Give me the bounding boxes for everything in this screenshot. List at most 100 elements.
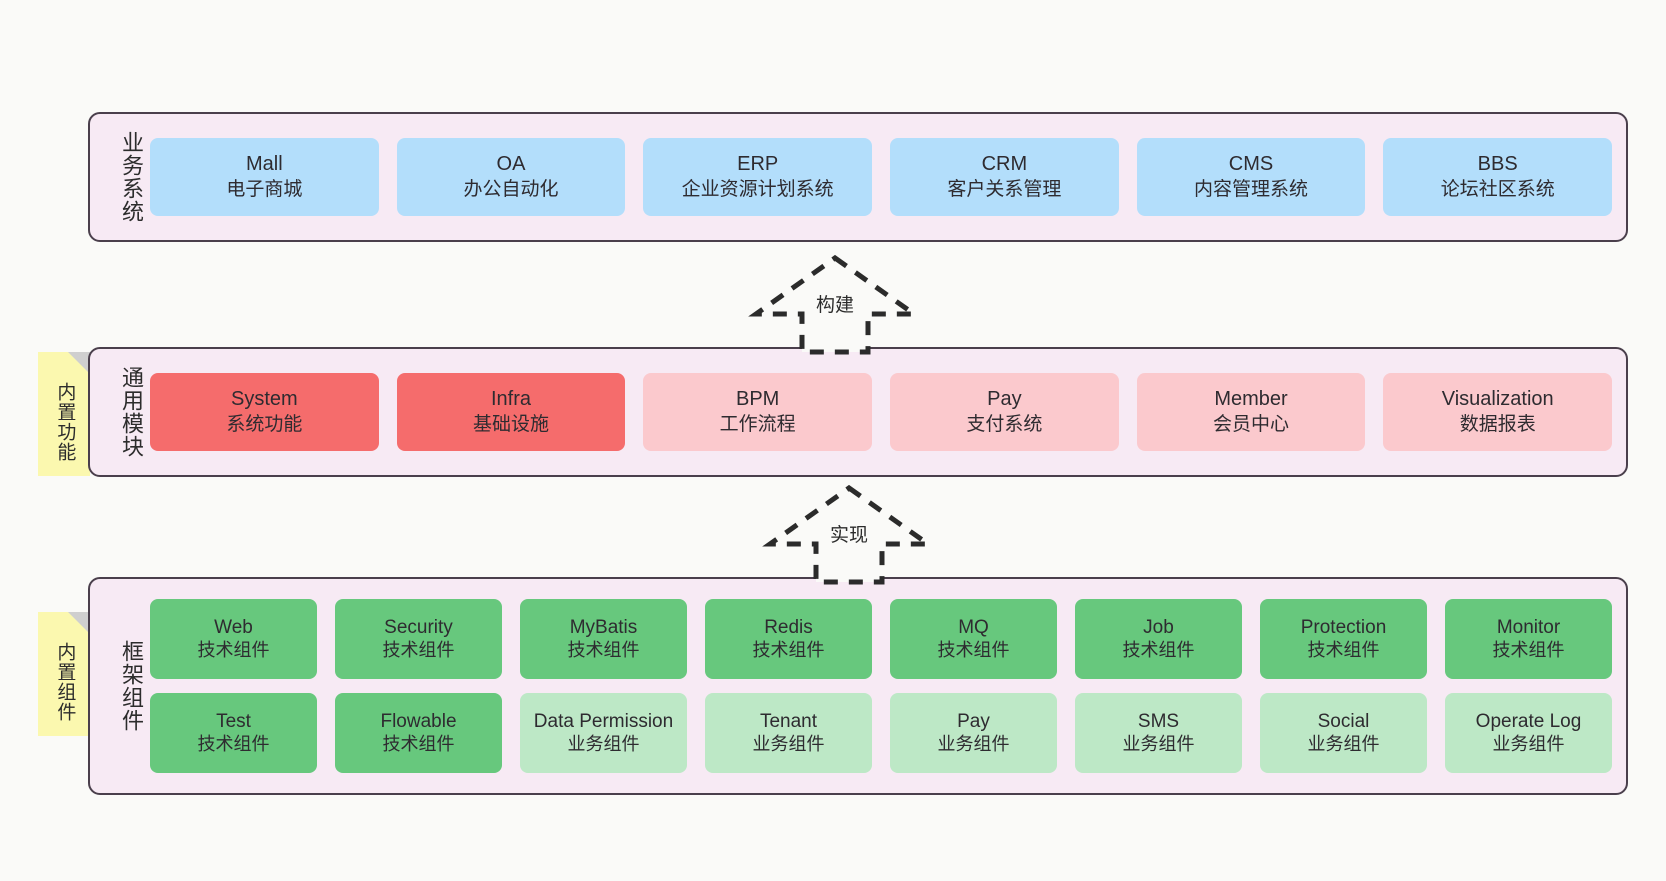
module-card-name: Visualization xyxy=(1441,388,1554,411)
module-card-subtitle: 业务组件 xyxy=(1122,733,1195,754)
module-card-subtitle: 技术组件 xyxy=(567,639,640,660)
module-card-subtitle: 数据报表 xyxy=(1459,413,1536,435)
note-fold-corner-icon xyxy=(68,352,90,374)
module-card-name: Data Permission xyxy=(533,710,674,732)
module-card-name: Web xyxy=(214,616,253,638)
module-card-name: Tenant xyxy=(759,710,818,732)
module-card-name: Infra xyxy=(490,388,532,411)
module-card-name: BBS xyxy=(1477,153,1518,176)
note-fold-corner-icon xyxy=(68,612,90,634)
layer-title-business: 业务系统 xyxy=(119,131,144,223)
module-card-name: CRM xyxy=(981,153,1028,176)
module-card-name: MyBatis xyxy=(569,616,638,638)
module-card-name: System xyxy=(230,388,298,411)
module-card-subtitle: 电子商城 xyxy=(226,178,303,200)
module-card-name: Security xyxy=(384,616,453,638)
module-card-name: Flowable xyxy=(380,710,457,732)
module-card-subtitle: 工作流程 xyxy=(719,413,796,435)
module-card-name: Pay xyxy=(957,710,990,732)
module-card-name: Pay xyxy=(987,388,1022,411)
module-card-name: Mall xyxy=(246,153,283,176)
layer-title-framework: 框架组件 xyxy=(119,640,144,732)
module-card-subtitle: 业务组件 xyxy=(937,733,1010,754)
module-card-name: Operate Log xyxy=(1475,710,1582,732)
layer-title-common: 通用模块 xyxy=(119,366,144,458)
module-card-subtitle: 技术组件 xyxy=(1122,639,1195,660)
module-card-subtitle: 会员中心 xyxy=(1213,413,1290,435)
module-card-name: MQ xyxy=(958,616,989,638)
module-card-subtitle: 企业资源计划系统 xyxy=(681,178,834,200)
module-card-name: Redis xyxy=(764,616,813,638)
module-card-subtitle: 业务组件 xyxy=(1307,733,1380,754)
module-card-name: Monitor xyxy=(1496,616,1561,638)
module-card-subtitle: 业务组件 xyxy=(567,733,640,754)
module-card-subtitle: 技术组件 xyxy=(752,639,825,660)
module-card-name: Social xyxy=(1317,710,1370,732)
module-card-name: ERP xyxy=(737,153,779,176)
module-card-name: CMS xyxy=(1228,153,1274,176)
connector-build-arrow: 构建 xyxy=(748,252,922,355)
module-card-subtitle: 技术组件 xyxy=(937,639,1010,660)
module-card-subtitle: 论坛社区系统 xyxy=(1440,178,1555,200)
module-card-subtitle: 支付系统 xyxy=(966,413,1043,435)
module-card-subtitle: 业务组件 xyxy=(752,733,825,754)
module-card-subtitle: 技术组件 xyxy=(197,733,270,754)
note-builtin-component-label: 内置组件 xyxy=(54,642,76,722)
module-card-subtitle: 技术组件 xyxy=(197,639,270,660)
module-card-name: Member xyxy=(1214,388,1288,411)
module-card-subtitle: 内容管理系统 xyxy=(1194,178,1309,200)
note-builtin-component: 内置组件 xyxy=(38,612,90,736)
note-builtin-function: 内置功能 xyxy=(38,352,90,476)
module-card-subtitle: 客户关系管理 xyxy=(947,178,1062,200)
module-card-subtitle: 技术组件 xyxy=(1492,639,1565,660)
module-card-name: BPM xyxy=(736,388,780,411)
module-card-subtitle: 基础设施 xyxy=(473,413,550,435)
module-card-name: Job xyxy=(1143,616,1174,638)
module-card-subtitle: 办公自动化 xyxy=(463,178,559,200)
module-card-subtitle: 技术组件 xyxy=(382,733,455,754)
note-builtin-function-label: 内置功能 xyxy=(54,382,76,462)
module-card-subtitle: 技术组件 xyxy=(382,639,455,660)
module-card-name: Protection xyxy=(1300,616,1387,638)
module-card-name: SMS xyxy=(1137,710,1180,732)
module-card-subtitle: 业务组件 xyxy=(1492,733,1565,754)
connector-implement-arrow: 实现 xyxy=(762,482,936,585)
